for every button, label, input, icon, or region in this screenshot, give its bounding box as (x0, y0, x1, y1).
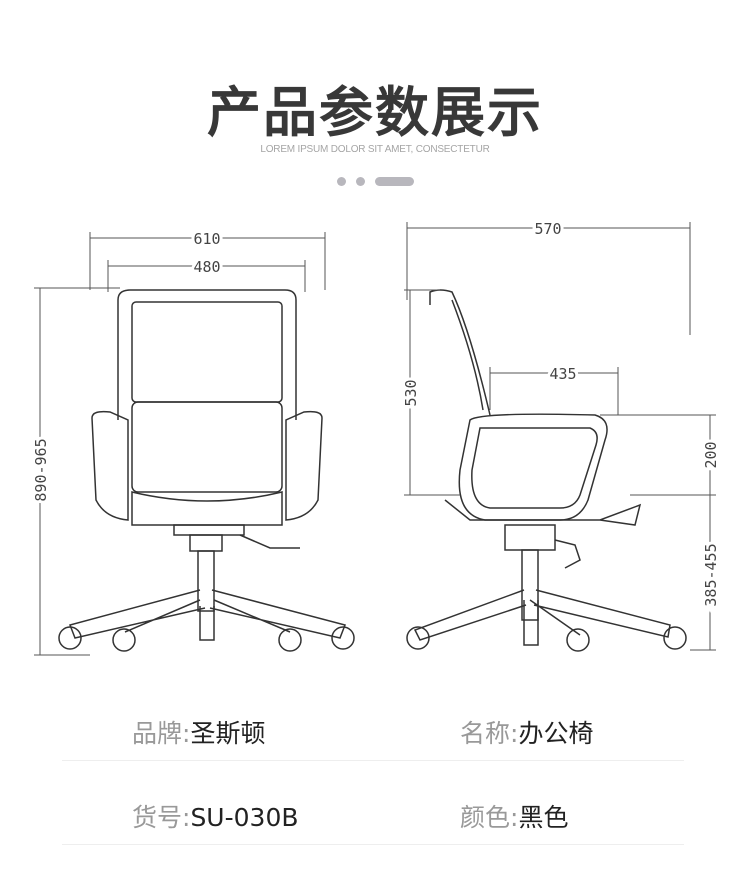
dim-front-inner-width: 480 (193, 258, 220, 276)
spec-label-color: 颜色: (460, 803, 519, 832)
spec-value-model: SU-030B (190, 803, 299, 832)
page-title: 产品参数展示 (207, 81, 543, 144)
dimension-labels: 610 480 890-965 570 530 435 200 385-455 (32, 220, 720, 607)
dim-front-height: 890-965 (32, 438, 50, 501)
spec-value-color: 黑色 (518, 803, 569, 832)
spec-label-name: 名称: (460, 719, 519, 748)
indicator-dot (356, 177, 365, 186)
front-view-chair (58, 289, 355, 652)
dim-front-width: 610 (193, 230, 220, 248)
spec-row: 品牌:圣斯顿 名称:办公椅 (62, 700, 684, 761)
spec-value-name: 办公椅 (518, 719, 594, 748)
indicator-dot (337, 177, 346, 186)
spec-row: 货号:SU-030B 颜色:黑色 (62, 784, 684, 845)
spec-label-model: 货号: (132, 803, 191, 832)
indicator-active-bar (375, 177, 414, 186)
chair-diagram (34, 222, 716, 656)
spec-label-brand: 品牌: (132, 719, 191, 748)
dimension-lines (34, 222, 716, 656)
dim-side-arm-height: 200 (702, 441, 720, 468)
dim-side-back-height: 530 (402, 379, 420, 406)
dim-side-seat-height: 385-455 (702, 543, 720, 606)
dim-side-depth: 570 (534, 220, 561, 238)
page-subtitle: LOREM IPSUM DOLOR SIT AMET, CONSECTETUR (260, 144, 490, 155)
dim-side-seat-depth: 435 (549, 365, 576, 383)
spec-value-brand: 圣斯顿 (190, 719, 266, 748)
